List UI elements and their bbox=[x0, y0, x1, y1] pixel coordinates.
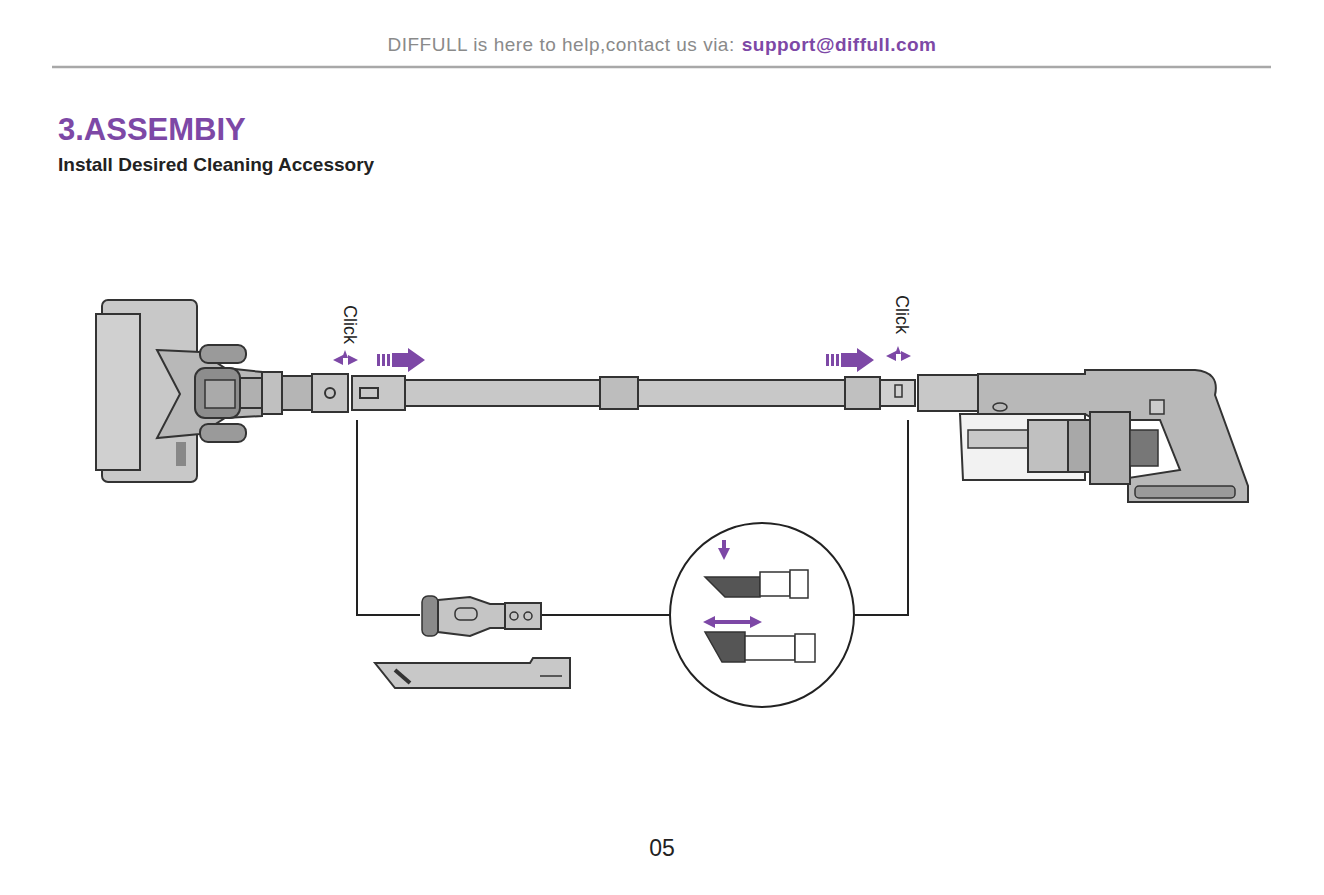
click-label: Click bbox=[891, 295, 912, 334]
header-text: DIFFULL is here to help,contact us via: bbox=[387, 34, 734, 55]
subtitle: Install Desired Cleaning Accessory bbox=[58, 154, 374, 176]
support-email: support@diffull.com bbox=[742, 34, 937, 55]
page-number: 05 bbox=[0, 835, 1324, 862]
section-title: 3.ASSEMBIY bbox=[58, 112, 246, 148]
click-label: Click bbox=[339, 305, 360, 344]
header-line: DIFFULL is here to help,contact us via: s… bbox=[0, 34, 1324, 56]
